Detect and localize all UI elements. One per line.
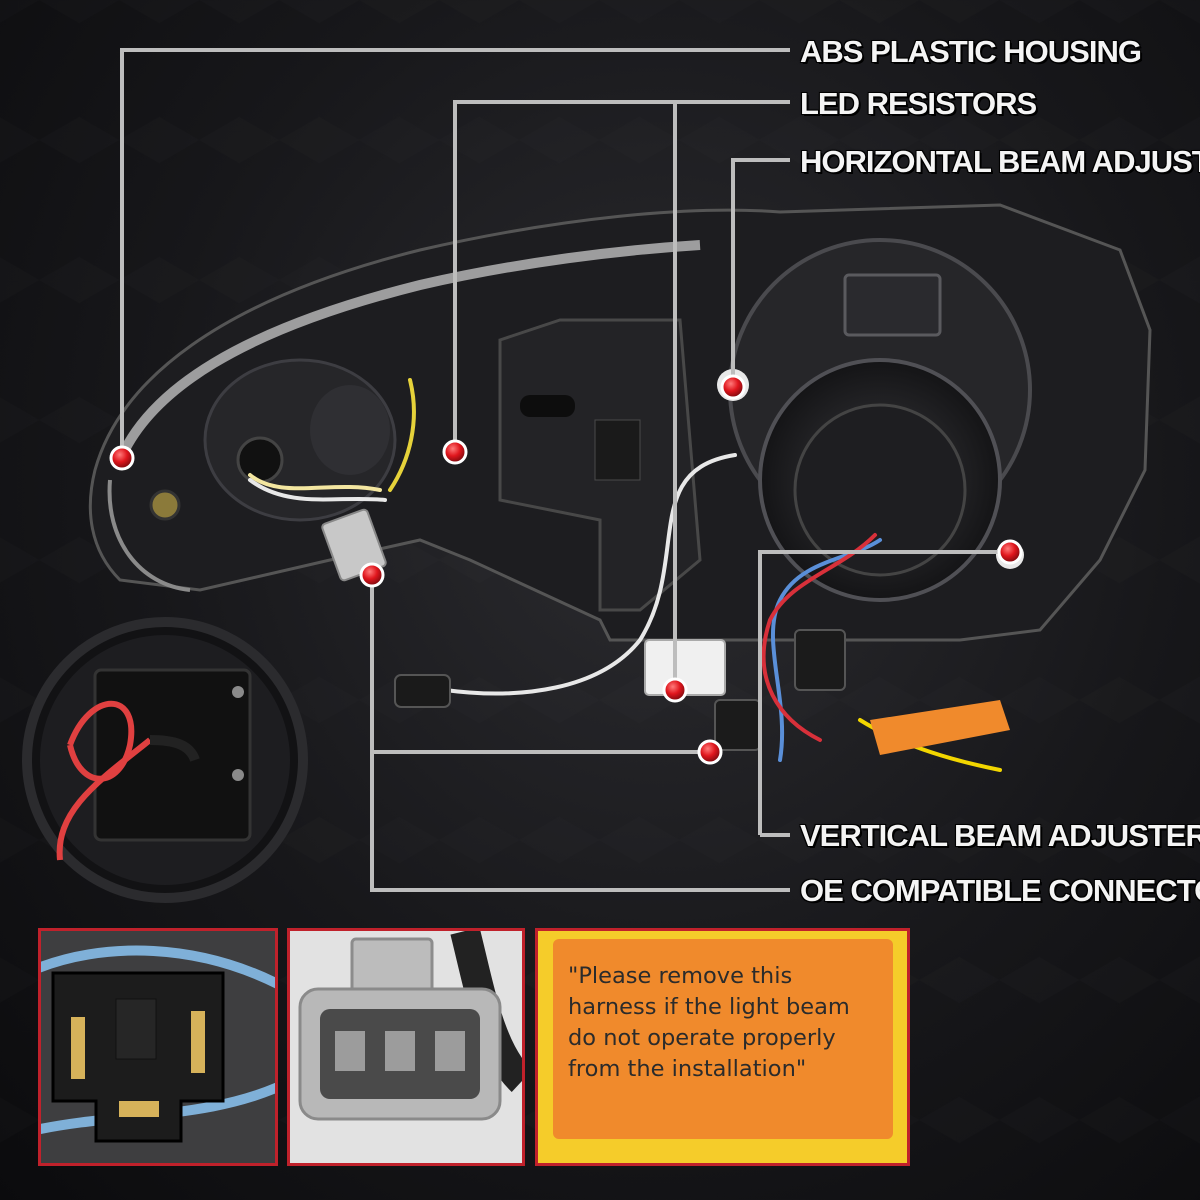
callout-horizontal-beam-adjuster: HORIZONTAL BEAM ADJUSTER xyxy=(800,144,1200,179)
three-pin-connector-photo xyxy=(287,928,525,1166)
marker-led-resistor-bottom xyxy=(662,677,688,703)
warning-sticker xyxy=(553,939,893,1139)
marker-led-resistor-top xyxy=(442,439,468,465)
callout-markers xyxy=(109,374,1023,765)
resistor-zoom-inset xyxy=(22,617,308,903)
callout-oe-connectors: OE COMPATIBLE CONNECTORS xyxy=(800,873,1200,908)
three-pin-connector-icon xyxy=(290,931,522,1163)
connector-group xyxy=(321,508,1010,755)
marker-abs-housing xyxy=(109,445,135,471)
marker-horizontal-adjuster xyxy=(720,374,746,400)
h4-connector-icon xyxy=(41,945,275,1143)
warning-label-photo: "Please remove this harness if the light… xyxy=(535,928,910,1166)
marker-connector-left xyxy=(359,562,385,588)
h4-connector-photo xyxy=(38,928,278,1166)
leader-lines xyxy=(120,48,1010,892)
projector-lens-housing xyxy=(717,238,1032,602)
callout-abs-housing: ABS PLASTIC HOUSING xyxy=(800,34,1142,69)
callout-led-resistors: LED RESISTORS xyxy=(800,86,1037,121)
marker-vertical-adjuster xyxy=(997,539,1023,565)
marker-connector-right xyxy=(697,739,723,765)
mounting-bracket xyxy=(498,318,702,612)
wiring-harness xyxy=(248,378,1002,772)
callout-vertical-beam-adjuster: VERTICAL BEAM ADJUSTER xyxy=(800,818,1200,853)
warning-label-text: "Please remove this harness if the light… xyxy=(568,963,850,1082)
